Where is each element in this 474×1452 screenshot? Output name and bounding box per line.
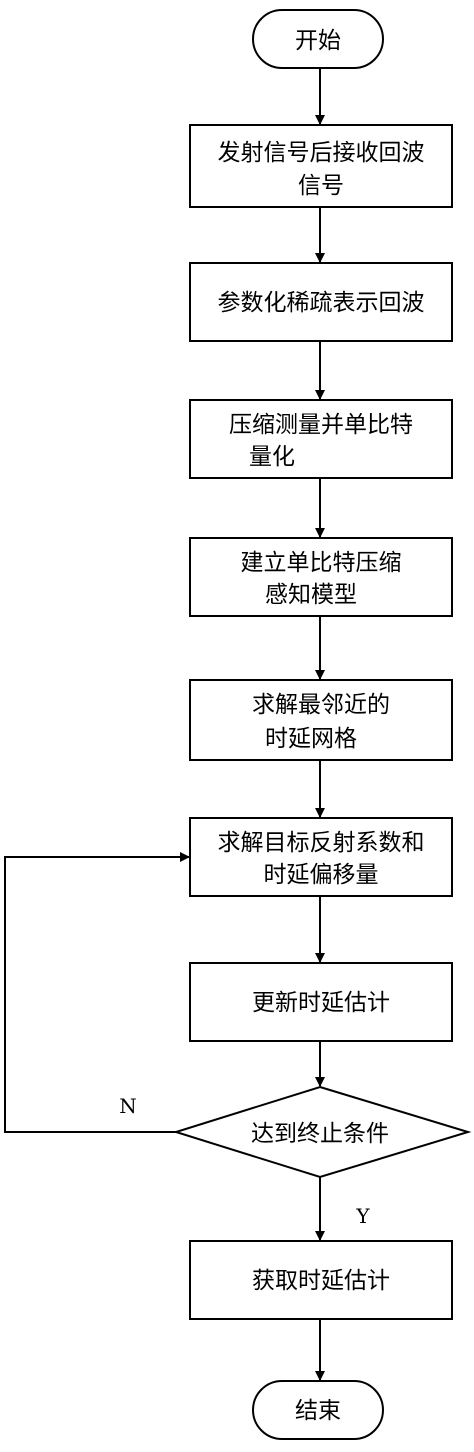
step3-node: 压缩测量并单比特 量化 [189, 399, 453, 479]
step6-node: 求解目标反射系数和 时延偏移量 [189, 817, 453, 897]
step8-line1: 获取时延估计 [252, 1268, 390, 1294]
step4-line2: 感知模型 [265, 582, 357, 608]
no-label: N [119, 1094, 137, 1118]
step7-node: 更新时延估计 [189, 962, 453, 1042]
step1-line2: 信号 [298, 173, 344, 199]
step5-line1: 求解最邻近的 [252, 692, 390, 718]
step5-node: 求解最邻近的 时延网格 [189, 679, 453, 761]
start-label: 开始 [295, 28, 341, 54]
start-node: 开始 [252, 9, 384, 69]
edge-decision-no-loop [4, 852, 190, 1133]
step1-node: 发射信号后接收回波 信号 [189, 124, 453, 208]
step6-line2: 时延偏移量 [264, 862, 379, 888]
step5-line2: 时延网格 [265, 726, 357, 752]
step6-line1: 求解目标反射系数和 [218, 830, 425, 856]
step7-line1: 更新时延估计 [252, 990, 390, 1016]
step3-line2: 量化 [249, 444, 295, 470]
step8-node: 获取时延估计 [189, 1240, 453, 1320]
end-label: 结束 [295, 1398, 341, 1424]
step3-line1: 压缩测量并单比特 [229, 412, 413, 438]
yes-label: Y [355, 1204, 370, 1228]
step4-line1: 建立单比特压缩 [241, 550, 402, 576]
step2-line1: 参数化稀疏表示回波 [218, 290, 425, 316]
step4-node: 建立单比特压缩 感知模型 [189, 537, 453, 617]
step2-node: 参数化稀疏表示回波 [189, 262, 453, 342]
decision-node: 达到终止条件 [172, 1085, 472, 1179]
decision-label: 达到终止条件 [251, 1121, 389, 1147]
end-node: 结束 [252, 1380, 384, 1440]
step1-line1: 发射信号后接收回波 [218, 140, 425, 166]
